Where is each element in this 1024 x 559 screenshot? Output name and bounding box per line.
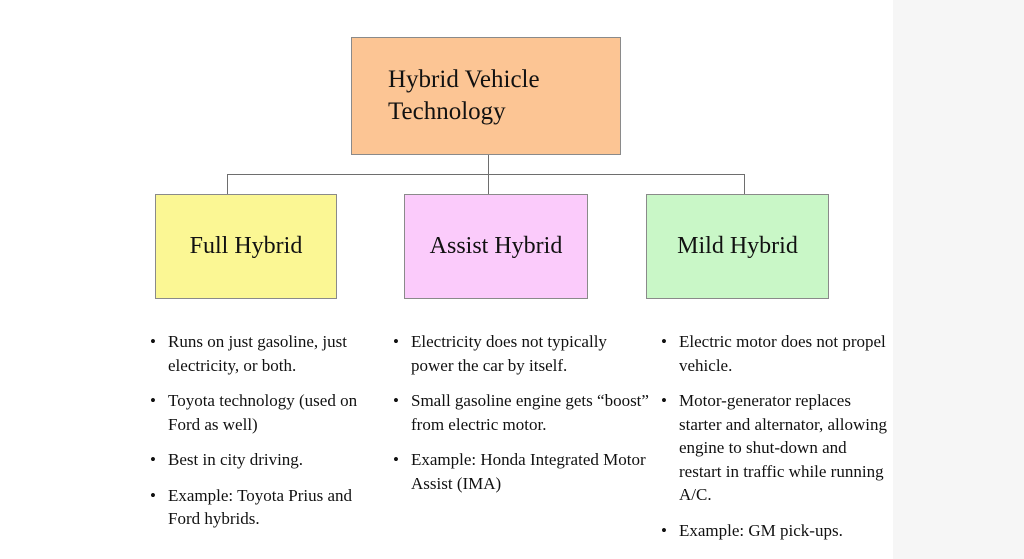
connector-root-stem bbox=[488, 155, 489, 175]
node-full-hybrid: Full Hybrid bbox=[155, 194, 337, 299]
connector-assist bbox=[488, 174, 489, 194]
node-mild-hybrid: Mild Hybrid bbox=[646, 194, 829, 299]
right-margin-strip bbox=[893, 0, 1024, 559]
node-full-hybrid-label: Full Hybrid bbox=[189, 233, 303, 259]
bullet-item: Best in city driving. bbox=[148, 448, 380, 472]
node-mild-hybrid-label: Mild Hybrid bbox=[677, 233, 798, 259]
mild-hybrid-bullets: Electric motor does not propel vehicle. … bbox=[659, 330, 891, 554]
bullet-item: Small gasoline engine gets “boost” from … bbox=[391, 389, 649, 436]
connector-full bbox=[227, 174, 228, 194]
node-hybrid-vehicle-technology: Hybrid Vehicle Technology bbox=[351, 37, 621, 155]
bullet-item: Example: Honda Integrated Motor Assist (… bbox=[391, 448, 649, 495]
node-assist-hybrid: Assist Hybrid bbox=[404, 194, 588, 299]
full-hybrid-bullets: Runs on just gasoline, just electricity,… bbox=[148, 330, 380, 543]
root-label-line1: Hybrid Vehicle bbox=[388, 66, 540, 93]
root-label-line2: Technology bbox=[388, 98, 506, 125]
bullet-item: Example: GM pick-ups. bbox=[659, 519, 891, 543]
connector-mild bbox=[744, 174, 745, 194]
bullet-item: Motor-generator replaces starter and alt… bbox=[659, 389, 891, 507]
bullet-item: Runs on just gasoline, just electricity,… bbox=[148, 330, 380, 377]
root-label: Hybrid Vehicle Technology bbox=[388, 64, 540, 128]
assist-hybrid-bullets: Electricity does not typically power the… bbox=[391, 330, 649, 507]
bullet-item: Toyota technology (used on Ford as well) bbox=[148, 389, 380, 436]
bullet-item: Electric motor does not propel vehicle. bbox=[659, 330, 891, 377]
node-assist-hybrid-label: Assist Hybrid bbox=[429, 233, 563, 259]
bullet-item: Electricity does not typically power the… bbox=[391, 330, 649, 377]
bullet-item: Example: Toyota Prius and Ford hybrids. bbox=[148, 484, 380, 531]
connector-horizontal bbox=[227, 174, 745, 175]
